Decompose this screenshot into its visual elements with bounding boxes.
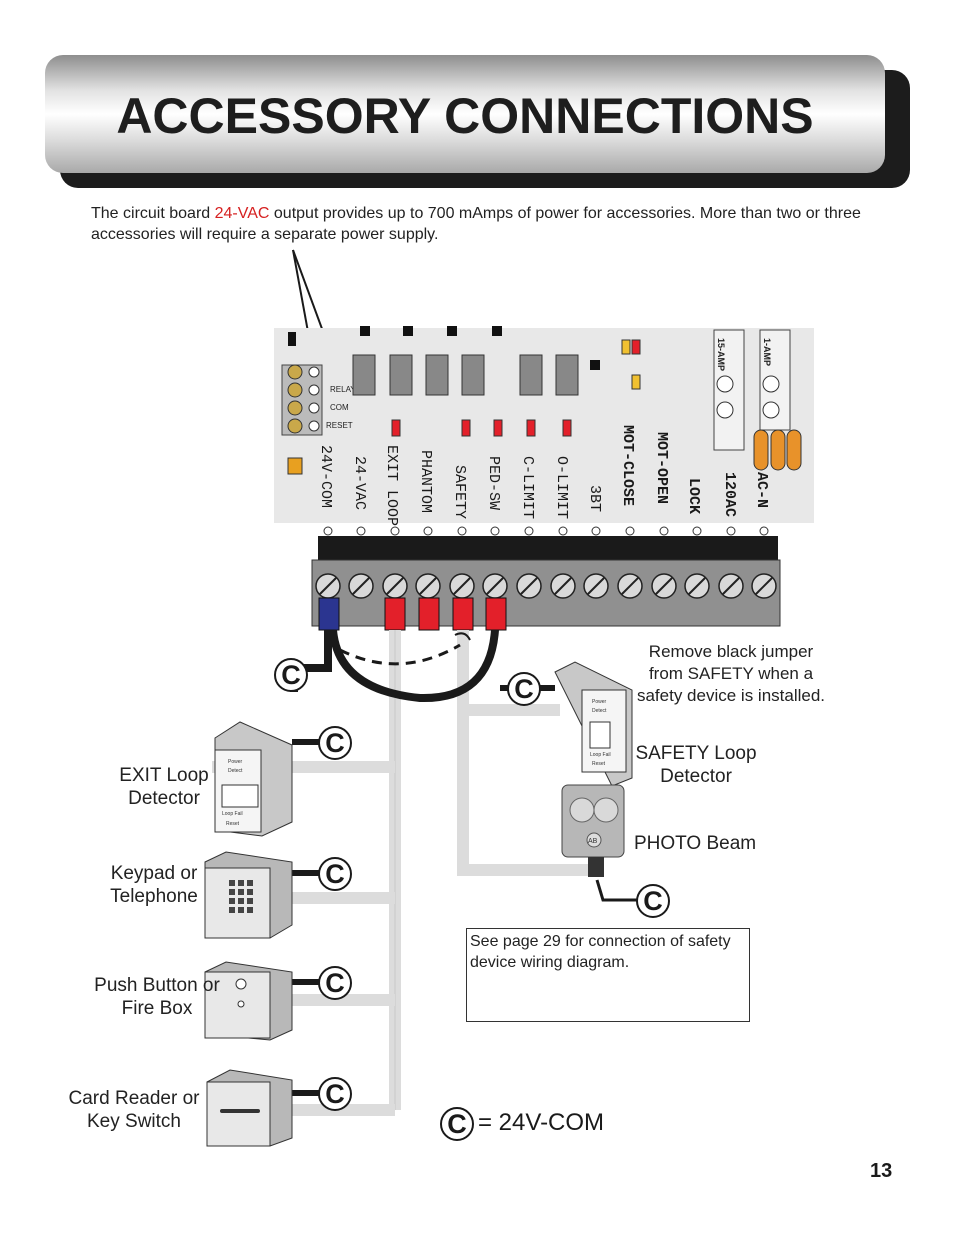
fuse-15-amp-label: 15-AMP <box>716 338 726 371</box>
safety-wiring-note: See page 29 for connection of safety dev… <box>466 928 750 1022</box>
fuse-1-amp-label: 1-AMP <box>762 338 772 366</box>
exit-loop-fail-text: Loop Fail <box>222 811 243 817</box>
c-badge-safety-detector: C <box>507 672 541 706</box>
page-number: 13 <box>870 1160 893 1182</box>
c-badge-keypad: C <box>318 857 352 891</box>
legend-text: = 24V-COM <box>478 1109 605 1136</box>
card-reader-device <box>206 1069 293 1147</box>
photo-beam-label: PHOTO Beam <box>634 833 757 854</box>
safety-loop-fail-text: Loop Fail <box>590 752 611 758</box>
terminal-label-lock: LOCK <box>685 478 702 514</box>
legend-c-badge: C <box>440 1107 474 1141</box>
circuit-board: RELAY COM RESET 15-AMP 1-AMP <box>274 326 814 536</box>
photo-ab-text: AB <box>588 838 598 845</box>
c-badge-photo-beam: C <box>636 884 670 918</box>
keypad-device <box>204 851 293 939</box>
c-badge-exit-loop: C <box>318 726 352 760</box>
safety-power-text: Power <box>592 699 607 705</box>
c-badge-card-reader: C <box>318 1077 352 1111</box>
exit-detect-text: Detect <box>228 768 243 774</box>
intro-text-end: output provides up to 700 mAmps of power… <box>91 205 861 243</box>
push-button-device <box>204 961 293 1041</box>
page-title: ACCESSORY CONNECTIONS <box>116 88 814 144</box>
terminal-label-mot-close: MOT-CLOSE <box>619 425 636 506</box>
exit-loop-label: EXIT Loop Detector <box>119 765 209 809</box>
safety-loop-detector: Power Detect Loop Fail Reset <box>554 661 633 787</box>
terminal-label-o-limit: O-LIMIT <box>553 456 570 519</box>
keypad-label: Keypad or Telephone <box>110 863 198 907</box>
intro-text-start: The circuit board <box>91 205 215 222</box>
exit-loop-detector: Power Detect Loop Fail Reset <box>214 721 293 837</box>
blue-connector <box>318 597 340 631</box>
terminal-label-c-limit: C-LIMIT <box>519 456 536 519</box>
exit-power-text: Power <box>228 759 243 765</box>
terminal-label-ped-sw: PED-SW <box>485 456 502 510</box>
terminal-label-safety: SAFETY <box>451 465 468 519</box>
intro-paragraph: The circuit board 24-VAC output provides… <box>91 203 871 245</box>
intro-highlight-24vac: 24-VAC <box>214 205 270 222</box>
push-button-label: Push Button or Fire Box <box>94 975 220 1019</box>
relay-label: RELAY <box>330 385 356 394</box>
title-banner <box>45 55 885 173</box>
safety-reset-text: Reset <box>592 761 606 767</box>
terminal-label-24v-com: 24V-COM <box>317 445 334 508</box>
terminal-label-ac-n: AC-N <box>753 472 770 508</box>
terminal-label-phantom: PHANTOM <box>417 450 434 513</box>
safety-detect-text: Detect <box>592 708 607 714</box>
terminal-label-3bt: 3BT <box>586 485 603 512</box>
photo-beam: AB <box>561 784 625 877</box>
c-badge-safety-jumper: C <box>274 658 308 692</box>
terminal-block <box>311 536 781 631</box>
reset-label: RESET <box>326 421 353 430</box>
com-label: COM <box>330 403 349 412</box>
exit-reset-text: Reset <box>226 821 240 827</box>
c-badge-push-button: C <box>318 966 352 1000</box>
terminal-label-mot-open: MOT-OPEN <box>653 432 670 504</box>
safety-loop-label: SAFETY Loop Detector <box>635 743 757 787</box>
terminal-label-exit-loop: EXIT LOOP <box>383 445 400 526</box>
terminal-label-120ac: 120AC <box>721 472 738 517</box>
terminal-label-24-vac: 24-VAC <box>351 456 368 510</box>
card-reader-label: Card Reader or Key Switch <box>68 1088 200 1132</box>
jumper-note: Remove black jumper from SAFETY when a s… <box>636 642 826 705</box>
